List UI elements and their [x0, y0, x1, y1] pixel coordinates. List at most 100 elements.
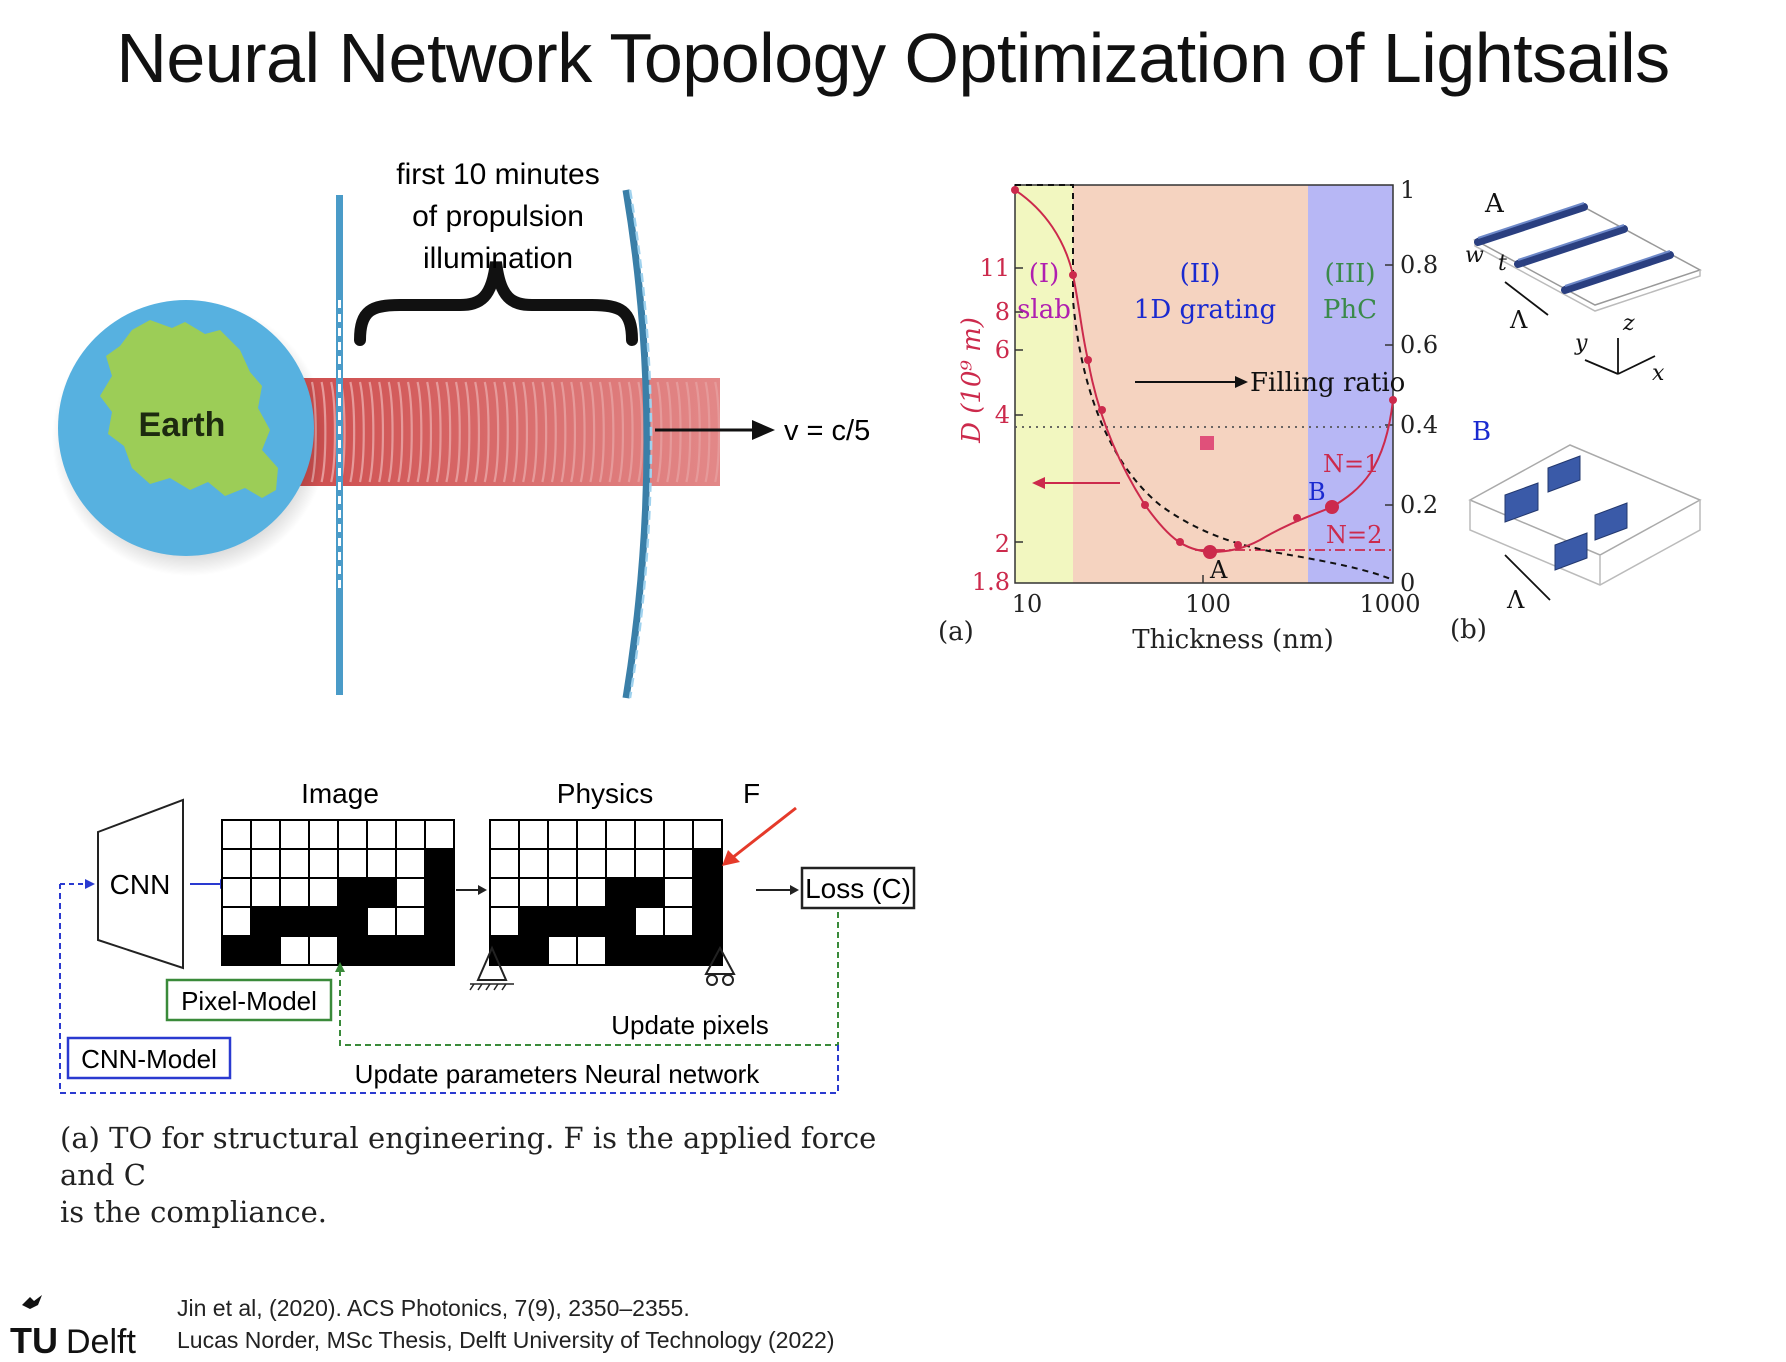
references: Jin et al, (2020). ACS Photonics, 7(9), … — [177, 1292, 835, 1356]
tick-marks — [1015, 264, 1393, 583]
pixel-cell — [395, 877, 426, 908]
n2-label: N=2 — [1326, 521, 1382, 549]
y-left-tick: 6 — [995, 336, 1010, 364]
pixel-cell — [576, 877, 607, 908]
brace-text-line2: of propulsion — [412, 200, 584, 233]
brace-text-line3: illumination — [423, 242, 573, 275]
region-1d-grating — [1073, 185, 1308, 583]
panel-a-label: (a) — [938, 617, 974, 647]
d-axis-arrowhead — [1032, 477, 1045, 489]
pixel-cell — [489, 877, 520, 908]
pixel-cell — [366, 877, 397, 908]
reference-2: Lucas Norder, MSc Thesis, Delft Universi… — [177, 1327, 835, 1353]
pixel-cell — [489, 848, 520, 879]
force-arrowhead — [722, 850, 740, 866]
point-b-marker — [1325, 500, 1339, 514]
propulsion-illustration: Earth first 10 minutes of propulsion ill… — [52, 158, 870, 699]
pixel-cell — [424, 935, 455, 966]
physics-pixel-grid — [489, 819, 723, 966]
y-right-tick: 0.2 — [1400, 491, 1438, 519]
pixel-cell — [395, 935, 426, 966]
y-right-tick: 0.4 — [1400, 411, 1438, 439]
struct-b-label: B — [1472, 417, 1491, 447]
pixel-cell — [221, 819, 252, 850]
pixel-cell — [634, 906, 665, 937]
pixel-cell — [605, 848, 636, 879]
pixel-cell — [634, 819, 665, 850]
pixel-cell — [576, 819, 607, 850]
pixel-cell — [395, 906, 426, 937]
region-slab-label-2: slab — [1017, 295, 1071, 325]
pixel-cell — [337, 819, 368, 850]
pixel-cell — [634, 877, 665, 908]
pixel-cell — [663, 848, 694, 879]
pixel-cell — [518, 877, 549, 908]
pixel-cell — [250, 906, 281, 937]
pixel-cell — [663, 877, 694, 908]
pixel-cell — [250, 819, 281, 850]
pixel-cell — [547, 819, 578, 850]
loss-label: Loss (C) — [805, 873, 911, 904]
point-a-marker — [1203, 545, 1217, 559]
pixel-model-label: Pixel-Model — [181, 986, 317, 1016]
pixel-cell — [221, 906, 252, 937]
struct-w-label: w — [1465, 243, 1484, 268]
struct-a-bars — [1474, 203, 1674, 294]
figure-caption: (a) TO for structural engineering. F is … — [60, 1120, 920, 1231]
pixel-cell — [337, 848, 368, 879]
earth-continent — [100, 320, 278, 498]
filling-ratio-curve — [1015, 184, 1394, 581]
pixel-cell — [279, 935, 310, 966]
pixel-cell — [605, 877, 636, 908]
cnn-label: CNN — [110, 869, 171, 900]
pixel-cell — [279, 877, 310, 908]
y-right-tick: 0 — [1400, 569, 1415, 597]
filling-ratio-label: Filling ratio — [1250, 368, 1405, 398]
velocity-arrowhead — [752, 420, 775, 440]
square-marker — [1200, 436, 1214, 450]
loss-arrowhead — [790, 885, 799, 895]
pixel-cell — [663, 935, 694, 966]
velocity-label: v = c/5 — [784, 415, 870, 447]
image-label: Image — [301, 778, 379, 809]
region-phc-label-2: PhC — [1323, 295, 1377, 325]
flame-icon — [22, 1295, 42, 1309]
y-left-tick: 2 — [995, 530, 1010, 558]
x-axis-label: Thickness (nm) — [1132, 625, 1334, 655]
sail-right-grating — [628, 189, 653, 699]
logo-tu: TU — [10, 1320, 58, 1361]
pixel-cell — [576, 848, 607, 879]
caption-line-1: (a) TO for structural engineering. F is … — [60, 1121, 877, 1192]
pixel-cell — [337, 906, 368, 937]
pixel-cell — [221, 935, 252, 966]
pixel-update-loop — [339, 912, 839, 1046]
physics-label: Physics — [557, 778, 653, 809]
tu-delft-logo: TU Delft — [10, 1295, 136, 1361]
pixel-cell — [547, 935, 578, 966]
struct-a-label: A — [1484, 189, 1505, 219]
logo-delft: Delft — [66, 1323, 136, 1361]
y-left-tick: 1.8 — [972, 568, 1010, 596]
pin-support-hatch — [469, 983, 514, 991]
pixel-cell — [489, 935, 520, 966]
pixel-cell — [424, 906, 455, 937]
region-grating-label-2: 1D grating — [1134, 295, 1276, 325]
pin-support — [476, 945, 508, 981]
pixel-cell — [221, 848, 252, 879]
pixel-cell — [250, 877, 281, 908]
axis-x-label: x — [1652, 361, 1665, 386]
axes-glyph — [1584, 338, 1656, 375]
pixel-cell — [366, 935, 397, 966]
struct-t-label: t — [1498, 251, 1507, 276]
cnn-update-loop — [59, 884, 839, 1094]
y-right-tick: 0.6 — [1400, 331, 1438, 359]
pixel-cell — [663, 819, 694, 850]
y-right-tick: 0.8 — [1400, 251, 1438, 279]
to-diagram: CNN Image Physics F Loss (C) Pixel-Model… — [59, 778, 916, 1094]
curly-brace — [354, 261, 638, 346]
pixel-cell — [366, 848, 397, 879]
pixel-cell — [692, 819, 723, 850]
pixel-cell — [489, 819, 520, 850]
struct-b-lambda-arrow — [1504, 554, 1551, 601]
caption-line-2: is the compliance. — [60, 1195, 327, 1229]
